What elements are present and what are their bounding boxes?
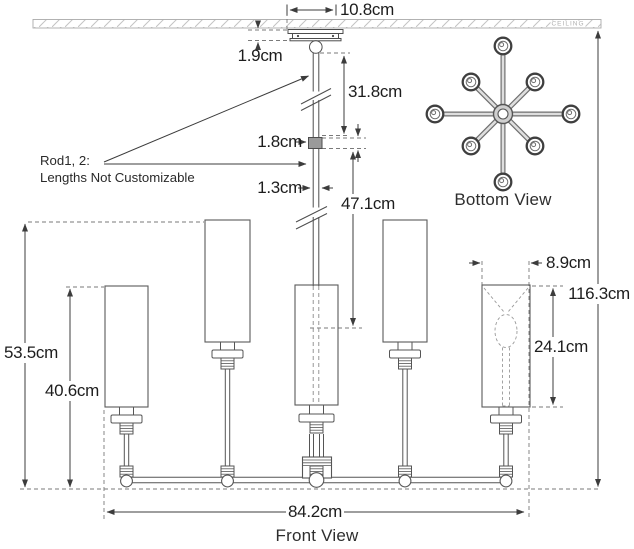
candle-5 bbox=[491, 407, 522, 477]
dim-width-label: 84.2cm bbox=[286, 502, 344, 522]
bottom-view-light bbox=[493, 36, 513, 56]
dim-height-tall-label: 53.5cm bbox=[2, 343, 60, 363]
dimension-lines bbox=[22, 4, 601, 515]
shade-4 bbox=[382, 219, 428, 343]
canopy-screw-left bbox=[296, 34, 300, 38]
extension-lines bbox=[20, 12, 601, 520]
hanging-rod bbox=[295, 53, 332, 286]
dim-canopy-width-label: 10.8cm bbox=[340, 0, 394, 19]
dim-rod2-label: 47.1cm bbox=[339, 194, 397, 214]
candle-1 bbox=[111, 407, 142, 477]
rod-note-leader-diagonal bbox=[103, 75, 309, 163]
shade-3 bbox=[294, 284, 339, 406]
bottom-view-light bbox=[425, 104, 445, 124]
center-ball bbox=[308, 472, 325, 488]
rod-connector bbox=[308, 137, 323, 149]
shade-2 bbox=[204, 219, 251, 343]
ceiling-band bbox=[32, 19, 602, 29]
bottom-view-light bbox=[561, 104, 581, 124]
ceiling-label: CEILING bbox=[550, 20, 586, 28]
bottom-view-light bbox=[525, 72, 545, 92]
center-column bbox=[298, 404, 335, 479]
arm-ball-joints bbox=[120, 472, 513, 488]
rod-note: Rod1, 2: Lengths Not Customizable bbox=[40, 153, 195, 186]
bottom-view-hub bbox=[492, 103, 514, 125]
bottom-view-drawing bbox=[425, 36, 581, 192]
shades bbox=[104, 219, 531, 408]
bottom-view-light bbox=[461, 136, 481, 156]
dim-connector-label: 1.8cm bbox=[257, 132, 302, 151]
ceiling-canopy bbox=[287, 29, 344, 54]
bottom-view-light bbox=[525, 136, 545, 156]
shade-5 bbox=[481, 284, 531, 408]
bottom-view-light bbox=[493, 172, 513, 192]
bottom-view-light bbox=[461, 72, 481, 92]
dim-rod1-label: 31.8cm bbox=[348, 82, 402, 101]
canopy-screw-right bbox=[331, 34, 335, 38]
dim-total-height-label: 116.3cm bbox=[566, 284, 632, 304]
dim-height-short-label: 40.6cm bbox=[43, 381, 101, 401]
dim-canopy-height-label: 1.9cm bbox=[237, 46, 283, 65]
candle-4 bbox=[390, 342, 421, 477]
bottom-view-label: Bottom View bbox=[454, 190, 552, 209]
shade-1 bbox=[104, 285, 149, 408]
rod-break-marks bbox=[295, 88, 332, 230]
rod-note-line2: Lengths Not Customizable bbox=[40, 169, 195, 185]
front-view-label: Front View bbox=[275, 526, 359, 545]
mounting-ball bbox=[309, 40, 323, 54]
dim-shade-height-label: 24.1cm bbox=[532, 337, 590, 357]
dim-rod-diameter-label: 1.3cm bbox=[257, 178, 302, 197]
hidden-rod-dashes bbox=[312, 286, 320, 404]
rod-note-line1: Rod1, 2: bbox=[40, 153, 90, 168]
candle-2 bbox=[212, 342, 243, 477]
dim-shade-diameter-label: 8.9cm bbox=[546, 253, 591, 272]
bulb-cutaway bbox=[483, 287, 529, 407]
